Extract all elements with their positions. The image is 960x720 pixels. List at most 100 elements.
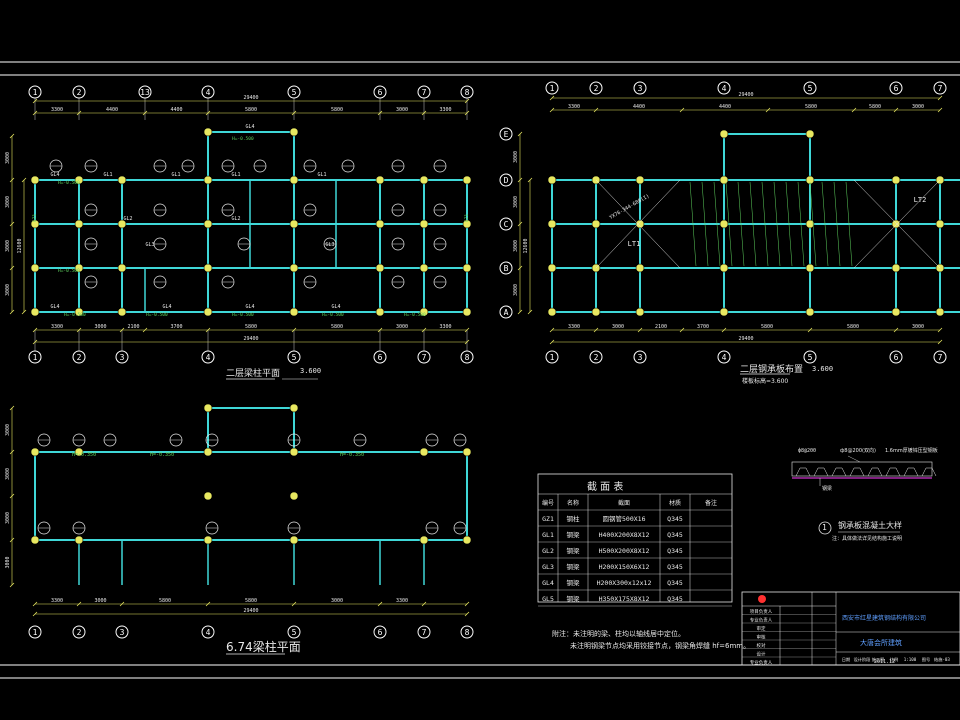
titleblock-bottom-cell: 1:100 xyxy=(904,657,917,662)
section-table-cell: GL3 xyxy=(542,563,554,571)
plan2-stair-diagonal xyxy=(595,179,681,269)
plan2-dim-top-tick xyxy=(593,107,599,113)
plan1-dim-top-value: 3300 xyxy=(51,107,63,113)
section-table-cell: Q345 xyxy=(667,547,683,555)
plan1-dim-bottom-value: 3300 xyxy=(51,324,63,330)
plan1-beam-label: GL4 xyxy=(50,304,59,310)
axis-bubble-label: 4 xyxy=(722,353,727,362)
section-table-cell: H350X175X8X12 xyxy=(599,595,650,603)
plan2-dim-bottom-tick xyxy=(549,327,555,333)
plan1-dim-bottom-tick xyxy=(421,327,427,333)
plan3-dim-bottom-value: 3000 xyxy=(94,598,106,604)
plan1-dim-left-total-tick xyxy=(21,177,27,183)
plan2-dim-total-top-tick xyxy=(549,95,555,101)
axis-bubble-label: 1 xyxy=(550,353,555,362)
titleblock-date: 2011.12 xyxy=(874,659,895,665)
plan2-dim-bottom-value: 3000 xyxy=(912,324,924,330)
axis-bubble-label: 7 xyxy=(422,88,427,97)
plan3-axis-bottom xyxy=(287,625,301,639)
column-marker xyxy=(891,219,901,229)
plan1-beam-label: GL1 xyxy=(103,172,112,178)
plan3-dim-bottom-tick xyxy=(421,601,427,607)
section-table-cell: H200X300x12x12 xyxy=(597,579,652,587)
plan2-dim-top-value: 4400 xyxy=(633,104,645,110)
plan2-dim-top-tick xyxy=(679,107,685,113)
column-marker xyxy=(419,263,429,273)
plan2-dim-left-tick xyxy=(517,265,523,271)
column-marker xyxy=(74,175,84,185)
plan2-elev: 3.600 xyxy=(812,365,833,373)
plan1-dim-bottom-value: 5800 xyxy=(331,324,343,330)
plan3-dim-left-tick xyxy=(9,405,15,411)
plan1-dim-bottom-tick xyxy=(377,327,383,333)
plan1-dim-bottom-value: 5800 xyxy=(245,324,257,330)
axis-bubble-label: 7 xyxy=(422,353,427,362)
plan1-dim-top-tick xyxy=(205,110,211,116)
plan1-dim-left-tick xyxy=(9,177,15,183)
axis-bubble-label: D xyxy=(504,176,509,185)
column-marker xyxy=(462,219,472,229)
plan2-dim-left-value: 3000 xyxy=(513,196,519,208)
plan2-deck-hatch xyxy=(737,181,745,267)
column-marker xyxy=(591,307,601,317)
plan3-dim-bottom-tick xyxy=(76,601,82,607)
titleblock-border xyxy=(741,591,960,666)
plan1-dim-top-value: 5800 xyxy=(245,107,257,113)
titleblock-bottom-cell: 设计阶段 xyxy=(854,656,872,663)
section-table-header: 材质 xyxy=(669,499,681,507)
plan1-dim-bottom-tick xyxy=(205,327,211,333)
axis-bubble-label: 8 xyxy=(465,88,470,97)
column-marker xyxy=(547,219,557,229)
plan2-deck-hatch xyxy=(845,181,853,267)
plan1-beam-label: GL3 xyxy=(145,242,154,248)
titleblock-company: 西安市红星建筑钢结构有限公司 xyxy=(842,614,926,622)
detail-label-beam: 钢梁 xyxy=(822,485,832,492)
section-table-cell: 钢梁 xyxy=(567,530,581,539)
plan3-dim-left-value: 3000 xyxy=(5,424,11,436)
column-marker xyxy=(805,263,815,273)
plan1-dim-left-value: 3000 xyxy=(5,240,11,252)
section-table-cell: 钢梁 xyxy=(567,594,581,603)
plan1-dim-bottom-tick xyxy=(119,327,125,333)
section-table-cell: 钢梁 xyxy=(567,578,581,587)
detail-deck-rib xyxy=(795,467,811,477)
plan3-axis-bottom xyxy=(201,625,215,639)
column-marker xyxy=(74,307,84,317)
plan1-dim-left-value: 3000 xyxy=(5,284,11,296)
plan1-elev-mark: H=-0.500 xyxy=(232,136,254,142)
section-table-header: 名称 xyxy=(567,499,579,507)
column-marker xyxy=(419,219,429,229)
plan1-dim-total-bottom-tick xyxy=(464,339,470,345)
plan2-dim-bottom-value: 2100 xyxy=(655,324,667,330)
plan2-dim-left-tick xyxy=(517,221,523,227)
plan1-title: 二层梁柱平面 xyxy=(226,367,280,379)
plan2-dim-bottom-tick xyxy=(679,327,685,333)
plan2-dim-total-bottom-value: 29400 xyxy=(738,336,753,342)
plan3-dim-left-value: 3000 xyxy=(5,468,11,480)
plan2-dim-bottom-tick xyxy=(937,327,943,333)
column-marker xyxy=(462,447,472,457)
plan2-dim-left-tick xyxy=(517,309,523,315)
column-marker xyxy=(289,175,299,185)
column-marker xyxy=(375,307,385,317)
section-table-border xyxy=(537,473,733,603)
plan2-deck-hatch xyxy=(821,181,829,267)
plan3-dim-left-tick xyxy=(9,537,15,543)
column-marker xyxy=(30,263,40,273)
column-marker xyxy=(30,175,40,185)
axis-bubble-label: C xyxy=(504,220,509,229)
plan2-dim-bottom-tick xyxy=(893,327,899,333)
titleblock-project: 大唐会所建筑 xyxy=(860,638,902,647)
detail-label-right: 1.6mm厚镀锌压型钢板 xyxy=(885,447,938,454)
plan1-dim-bottom-tick xyxy=(32,327,38,333)
titleblock-row-label: 审核 xyxy=(757,634,766,641)
plan1-dim-bottom-value: 2100 xyxy=(127,324,139,330)
column-marker xyxy=(117,307,127,317)
plan3-axis-bottom xyxy=(373,625,387,639)
plan1-dim-bottom-value: 3000 xyxy=(396,324,408,330)
plan2-deck-hatch xyxy=(797,181,805,267)
plan3-axis-bottom xyxy=(417,625,431,639)
plan2-dim-top-tick xyxy=(937,107,943,113)
plan1-dim-top-tick xyxy=(291,110,297,116)
